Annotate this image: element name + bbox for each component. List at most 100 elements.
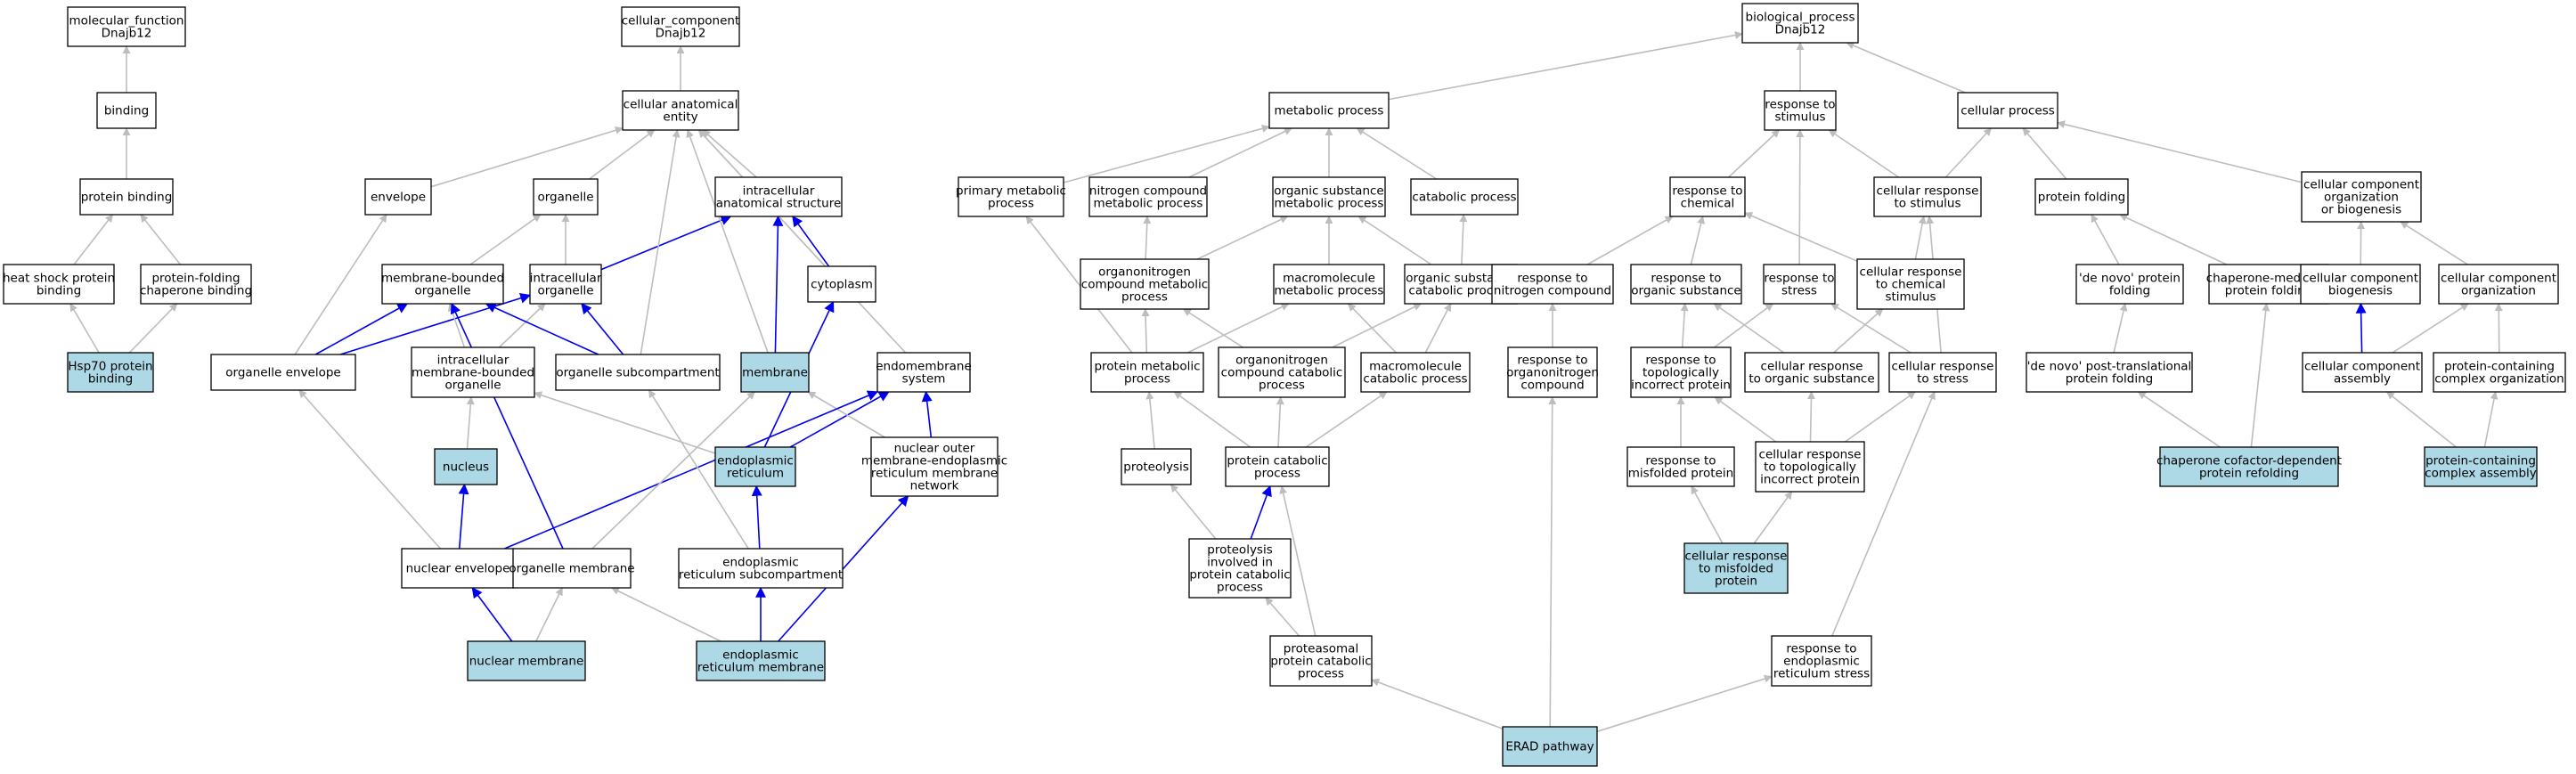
edge-organonitrogen_compound_catabolic_process-to-organonitrogen_compound_metabolic_process (1182, 308, 1243, 348)
edge-organonitrogen_compound_catabolic_process-to-organic_substance_catabolic_process (1332, 303, 1423, 348)
edge-protein_containing_complex_assembly-to-cellular_component_assembly (2385, 391, 2457, 448)
term-label-line: primary metabolic (956, 184, 1066, 199)
term-box (1630, 346, 1732, 398)
term-node-organelle_envelope[interactable]: organelle envelope (210, 354, 356, 391)
term-box (876, 352, 971, 393)
edge-response_to_stress-to-response_to_stimulus (1796, 129, 1805, 265)
term-node-cellular_process[interactable]: cellular process (1957, 92, 2058, 129)
term-label-line: response to (1786, 642, 1856, 656)
term-node-binding[interactable]: binding (96, 92, 157, 129)
term-label-line: proteolysis (1207, 543, 1273, 558)
term-node-nucleus[interactable]: nucleus (434, 448, 498, 485)
edge-organelle_membrane-to-membrane_bounded_organelle (451, 302, 564, 550)
term-label-line: nucleus (443, 460, 489, 475)
term-node-catabolic_process[interactable]: catabolic process (1410, 178, 1519, 216)
edge-chaperone_mediated_protein_folding-to-protein_folding (2119, 214, 2228, 265)
term-node-erad_pathway[interactable]: ERAD pathway (1502, 726, 1598, 767)
term-node-organelle[interactable]: organelle (533, 178, 599, 216)
term-label-line: organelle (537, 191, 593, 205)
term-node-cytoplasm[interactable]: cytoplasm (807, 265, 876, 303)
term-box (1764, 90, 1837, 131)
term-node-metabolic_process[interactable]: metabolic process (1268, 92, 1390, 129)
term-node-protein_binding[interactable]: protein binding (79, 178, 174, 216)
term-node-nuclear_membrane[interactable]: nuclear membrane (467, 640, 586, 681)
term-label-line: reticulum stress (1773, 667, 1870, 681)
term-node-organelle_subcompartment[interactable]: organelle subcompartment (555, 354, 721, 391)
term-box (1502, 726, 1598, 767)
term-node-nuclear_envelope[interactable]: nuclear envelope (401, 548, 515, 589)
term-box (1957, 92, 2058, 129)
term-label-line: process (1217, 581, 1263, 595)
term-label-line: endomembrane (876, 360, 972, 374)
term-node-organelle_membrane[interactable]: organelle membrane (509, 548, 635, 589)
term-label-line: chaperone-mediated (2206, 272, 2332, 286)
term-node-proteolysis[interactable]: proteolysis (1121, 448, 1192, 485)
term-node-nuclear_outer_membrane_er_network[interactable]: nuclear outermembrane-endoplasmicreticul… (861, 436, 1007, 497)
edge-nuclear_membrane-to-organelle_membrane (535, 587, 563, 642)
term-label-line: cellular_component (622, 14, 739, 29)
term-node-membrane[interactable]: membrane (740, 352, 810, 393)
term-box (1121, 448, 1192, 485)
term-label-line: Dnajb12 (102, 27, 152, 41)
term-label-line: reticulum membrane (871, 467, 998, 481)
edge-proteasomal_protein_catabolic_process-to-protein_catabolic_process (1279, 485, 1317, 637)
edge-protein_metabolic_process-to-macromolecule_metabolic_process (1186, 303, 1290, 354)
term-box (381, 264, 504, 305)
term-label-line: reticulum (727, 467, 784, 481)
term-node-envelope[interactable]: envelope (364, 178, 432, 216)
term-node-protein_folding[interactable]: protein folding (2034, 178, 2129, 216)
